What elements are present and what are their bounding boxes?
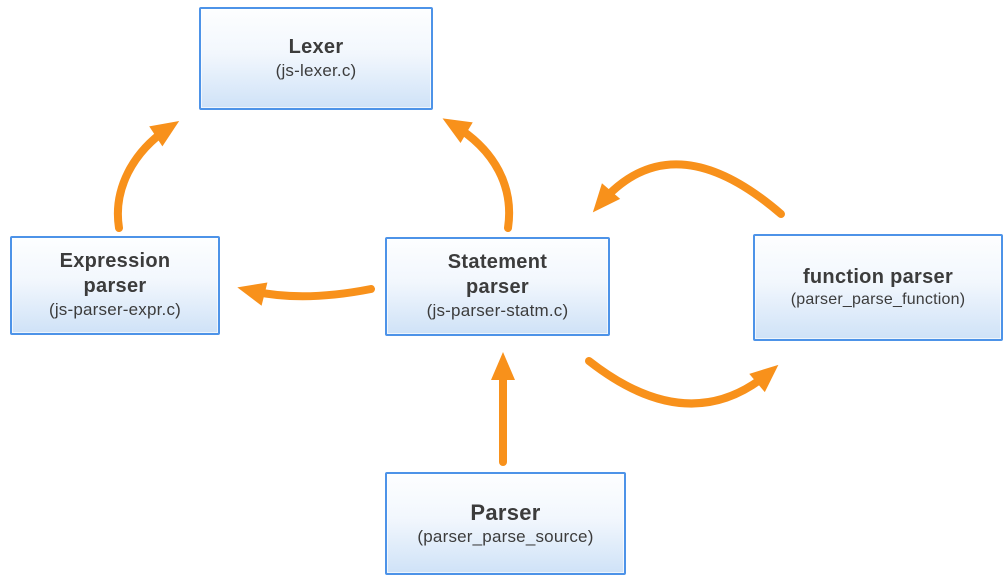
arrow-statement-parser-to-expression-parser bbox=[237, 282, 375, 306]
node-parser: Parser (parser_parse_source) bbox=[385, 472, 626, 575]
node-parser-title: Parser bbox=[470, 499, 541, 525]
node-expression-parser: Expression parser (js-parser-expr.c) bbox=[10, 236, 220, 335]
node-expression-parser-subtitle: (js-parser-expr.c) bbox=[48, 300, 182, 320]
node-lexer-title: Lexer bbox=[288, 35, 344, 58]
node-statement-parser-subtitle: (js-parser-statm.c) bbox=[426, 301, 569, 321]
node-statement-parser-title: Statement parser bbox=[447, 251, 548, 299]
node-lexer: Lexer (js-lexer.c) bbox=[199, 7, 433, 110]
node-statement-parser: Statement parser (js-parser-statm.c) bbox=[385, 237, 610, 336]
arrow-statement-parser-to-function-parser bbox=[585, 357, 779, 408]
node-expression-parser-title: Expression parser bbox=[59, 250, 171, 298]
arrow-statement-parser-to-lexer bbox=[442, 118, 513, 232]
node-lexer-subtitle: (js-lexer.c) bbox=[275, 60, 357, 80]
node-parser-subtitle: (parser_parse_source) bbox=[417, 527, 594, 547]
node-function-parser-subtitle: (parser_parse_function) bbox=[790, 290, 966, 308]
node-function-parser-title: function parser bbox=[802, 265, 954, 288]
arrow-expression-parser-to-lexer bbox=[114, 120, 180, 232]
arrow-function-parser-to-statement-parser bbox=[592, 160, 785, 218]
node-function-parser: function parser (parser_parse_function) bbox=[753, 234, 1003, 341]
